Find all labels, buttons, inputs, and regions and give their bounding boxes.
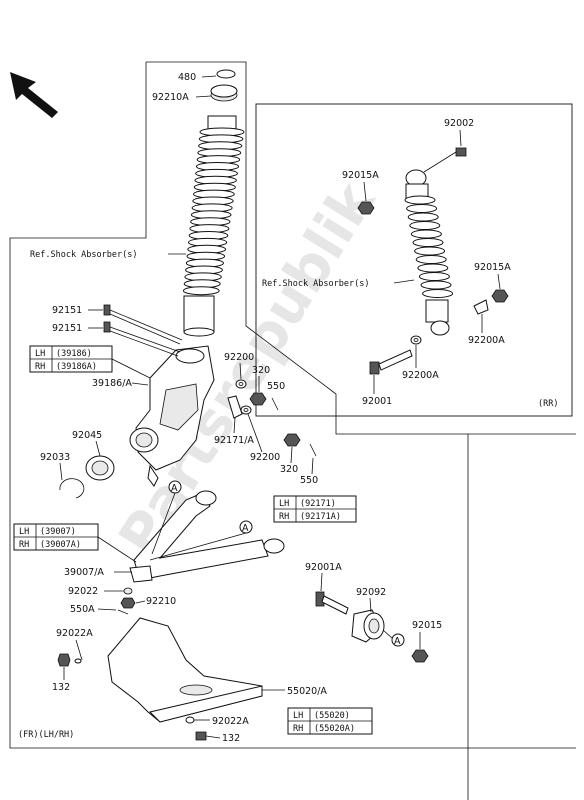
svg-text:RH: RH xyxy=(293,724,303,734)
table-39007: LH (39007) RH (39007A) xyxy=(13,523,99,551)
bolt-132-2 xyxy=(195,731,207,741)
callout-92022: 92022 xyxy=(68,586,98,597)
callout-92200a-1: 92200A xyxy=(468,335,505,346)
svg-text:(92171A): (92171A) xyxy=(300,512,341,522)
svg-text:LH: LH xyxy=(35,349,45,359)
callout-480: 480 xyxy=(178,72,196,83)
svg-text:LH: LH xyxy=(293,711,303,721)
callout-92210a: 92210A xyxy=(152,92,189,103)
callout-92001a: 92001A xyxy=(305,562,342,573)
callout-550-2: 550 xyxy=(300,475,318,486)
callout-39007a: 39007/A xyxy=(64,567,104,578)
callout-92015: 92015 xyxy=(412,620,442,631)
svg-text:LH: LH xyxy=(19,527,29,537)
rear-shock-inset xyxy=(255,103,573,417)
svg-text:(92171): (92171) xyxy=(300,499,336,509)
callout-92015a-2: 92015A xyxy=(474,262,511,273)
pin-550a xyxy=(117,609,129,615)
callout-92015a-1: 92015A xyxy=(342,170,379,181)
skid-plate-55020 xyxy=(107,617,263,723)
callout-92092: 92092 xyxy=(356,587,386,598)
nut-92015 xyxy=(411,649,429,663)
washer-92200a-2 xyxy=(410,335,422,345)
nut-320-1 xyxy=(249,392,267,406)
callout-92151-2: 92151 xyxy=(52,323,82,334)
callout-320-2: 320 xyxy=(280,464,298,475)
pin-550-2 xyxy=(309,443,317,457)
a-arm-39007 xyxy=(129,490,285,583)
svg-text:RH: RH xyxy=(35,362,45,372)
rear-shock-absorber xyxy=(404,169,454,336)
front-lh-rh-label: (FR)(LH/RH) xyxy=(18,730,74,740)
callout-92033: 92033 xyxy=(40,452,70,463)
svg-text:(39007A): (39007A) xyxy=(40,540,81,550)
callout-92200-1: 92200 xyxy=(224,352,254,363)
knuckle-39186 xyxy=(129,345,215,487)
bolt-92001a xyxy=(315,591,349,615)
bolt-132-1 xyxy=(57,653,71,667)
direction-arrow-icon xyxy=(10,72,58,118)
front-shock-absorber xyxy=(182,69,245,337)
svg-text:(39186A): (39186A) xyxy=(56,362,97,372)
nut-92210 xyxy=(120,597,136,609)
callout-132-2: 132 xyxy=(222,733,240,744)
svg-text:A: A xyxy=(242,523,249,534)
marker-a-3: A xyxy=(391,633,405,647)
table-39186: LH (39186) RH (39186A) xyxy=(29,345,113,373)
pin-550-1 xyxy=(271,397,279,411)
callout-320-1: 320 xyxy=(252,365,270,376)
washer-92200a-1 xyxy=(473,299,489,315)
svg-text:A: A xyxy=(171,483,178,494)
circlip-92033 xyxy=(59,478,85,499)
callout-39186a: 39186/A xyxy=(92,378,132,389)
bolt-92001 xyxy=(369,349,413,375)
svg-text:(39186): (39186) xyxy=(56,349,92,359)
svg-text:(55020A): (55020A) xyxy=(314,724,355,734)
callout-55020a: 55020/A xyxy=(287,686,327,697)
bolt-92151 xyxy=(103,304,183,357)
ref-shock-absorber-main: Ref.Shock Absorber(s) xyxy=(30,250,137,260)
callout-92001: 92001 xyxy=(362,396,392,407)
svg-text:(55020): (55020) xyxy=(314,711,350,721)
ref-shock-absorber-rr: Ref.Shock Absorber(s) xyxy=(262,279,369,289)
callout-92151-1: 92151 xyxy=(52,305,82,316)
table-92171: LH (92171) RH (92171A) xyxy=(273,495,357,523)
washer-92022a-1 xyxy=(74,658,82,664)
callout-550-1: 550 xyxy=(267,381,285,392)
callout-92200a-2: 92200A xyxy=(402,370,439,381)
table-55020: LH (55020) RH (55020A) xyxy=(287,707,373,735)
washer-92200-1 xyxy=(235,379,247,389)
bracket-92171a xyxy=(227,395,243,419)
svg-text:A: A xyxy=(394,636,401,647)
front-frame-outline xyxy=(9,61,576,800)
svg-text:LH: LH xyxy=(279,499,289,509)
washer-92200-2 xyxy=(240,405,252,415)
callout-92022a-2: 92022A xyxy=(212,716,249,727)
nut-320-2 xyxy=(283,433,301,447)
svg-text:RH: RH xyxy=(19,540,29,550)
marker-a-2: A xyxy=(239,520,253,534)
svg-text:(39007): (39007) xyxy=(40,527,76,537)
nut-92015a-1 xyxy=(357,201,375,215)
svg-text:RH: RH xyxy=(279,512,289,522)
nut-92015a-2 xyxy=(491,289,509,303)
callout-132-1: 132 xyxy=(52,682,70,693)
washer-92022a-2 xyxy=(185,716,195,724)
bearing-92045 xyxy=(85,455,115,481)
marker-a-1: A xyxy=(168,480,182,494)
callout-92200-2: 92200 xyxy=(250,452,280,463)
callout-92022a-1: 92022A xyxy=(56,628,93,639)
bolt-92002 xyxy=(423,147,467,173)
bushing-92092 xyxy=(351,609,385,643)
nut-92022 xyxy=(123,587,133,595)
rear-label: (RR) xyxy=(538,399,558,409)
callout-92045: 92045 xyxy=(72,430,102,441)
callout-550a: 550A xyxy=(70,604,95,615)
callout-92002: 92002 xyxy=(444,118,474,129)
callout-92210: 92210 xyxy=(146,596,176,607)
callout-92171a: 92171/A xyxy=(214,435,254,446)
